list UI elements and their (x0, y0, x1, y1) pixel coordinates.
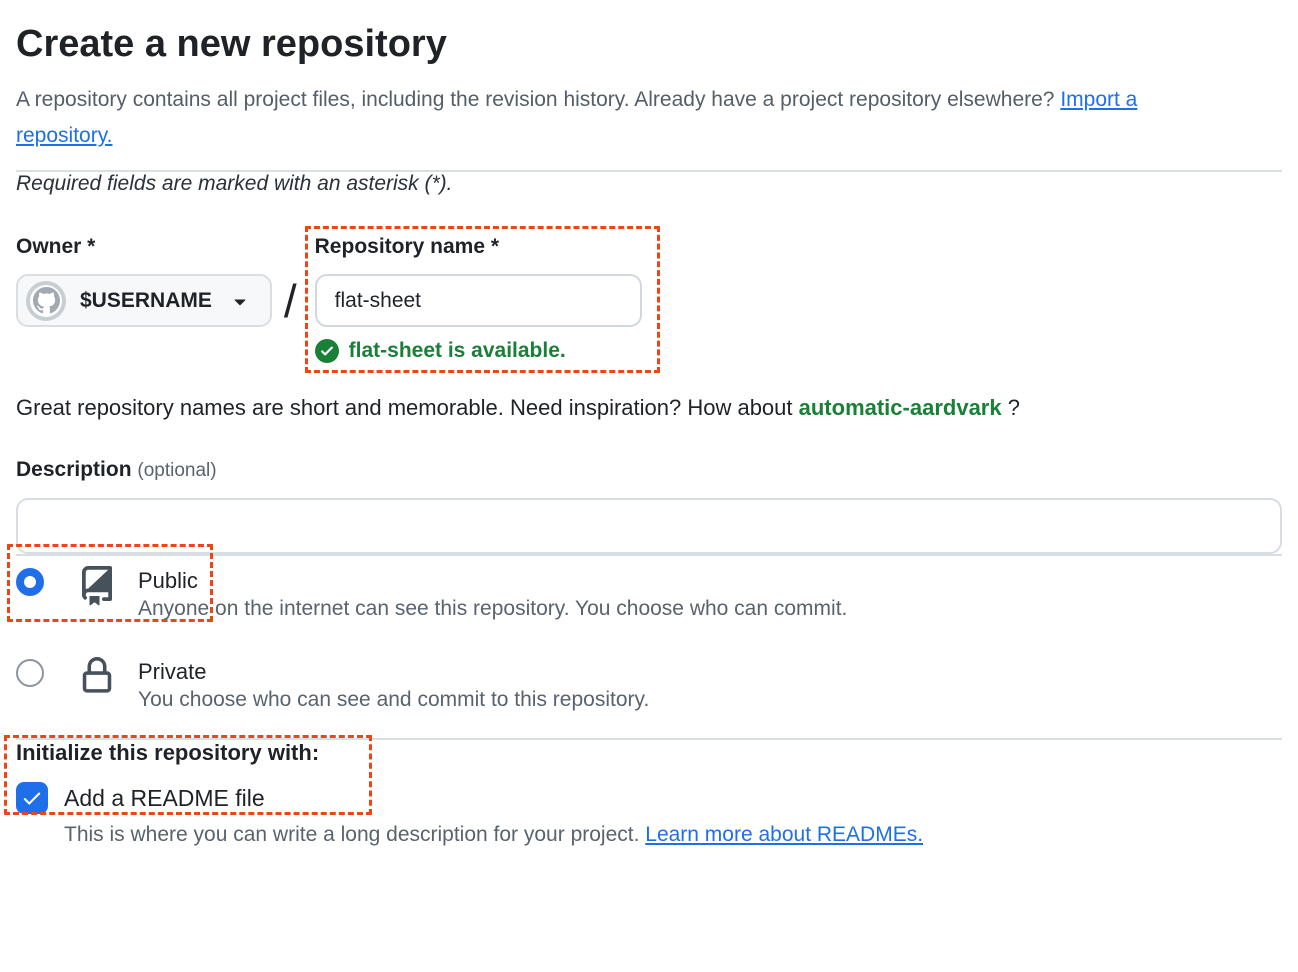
chevron-down-icon (228, 289, 252, 313)
private-radio[interactable] (16, 659, 44, 687)
required-fields-note: Required fields are marked with an aster… (16, 172, 453, 195)
public-radio[interactable] (16, 568, 44, 596)
availability-message: flat-sheet is available. (348, 339, 566, 362)
checkmark-icon (23, 792, 41, 805)
owner-field: Owner * $USERNAME (16, 234, 272, 327)
repo-name-input[interactable] (314, 274, 642, 327)
import-repository-link[interactable]: Import a repository. (16, 88, 1138, 147)
visibility-option-private: Private You choose who can see and commi… (16, 647, 1282, 714)
private-option-description: You choose who can see and commit to thi… (138, 688, 650, 711)
divider (16, 738, 1282, 740)
page-title: Create a new repository (16, 23, 447, 65)
intro-text: A repository contains all project files,… (16, 88, 1061, 111)
initialize-heading: Initialize this repository with: (16, 740, 320, 765)
initialize-section: Initialize this repository with: Add a R… (4, 735, 1282, 848)
suggestion-text-before: Great repository names are short and mem… (16, 395, 799, 420)
learn-more-readmes-link[interactable]: Learn more about READMEs. (645, 823, 924, 846)
name-suggestion-line: Great repository names are short and mem… (16, 395, 1282, 421)
intro-paragraph: A repository contains all project files,… (16, 82, 1206, 154)
readme-checkbox-row: Add a README file (16, 782, 1282, 814)
description-input[interactable] (16, 498, 1282, 554)
divider (16, 170, 1282, 172)
public-option-label[interactable]: Public (138, 568, 198, 593)
repo-name-field: Repository name * flat-sheet is availabl… (304, 226, 660, 373)
check-circle-icon (314, 339, 339, 363)
description-label-text: Description (16, 458, 132, 481)
private-option-label[interactable]: Private (138, 659, 207, 684)
divider (16, 554, 1282, 556)
public-option-description: Anyone on the internet can see this repo… (138, 597, 848, 620)
owner-repo-separator: / (283, 275, 297, 327)
owner-label: Owner * (16, 235, 96, 258)
create-repository-page: Create a new repository A repository con… (4, 23, 1282, 848)
description-label: Description (optional) (16, 457, 1282, 484)
avatar (26, 280, 66, 321)
owner-username: $USERNAME (80, 288, 212, 312)
readme-checkbox-label[interactable]: Add a README file (64, 784, 265, 811)
description-optional-tag: (optional) (137, 460, 217, 481)
owner-repo-row: Owner * $USERNAME / Repository name * (16, 226, 1282, 373)
readme-note: This is where you can write a long descr… (64, 822, 1282, 848)
lock-icon (74, 657, 120, 714)
public-option-text: Public Anyone on the internet can see th… (138, 556, 847, 623)
owner-dropdown-button[interactable]: $USERNAME (16, 274, 272, 327)
availability-status: flat-sheet is available. (314, 339, 642, 363)
repo-book-icon (74, 566, 120, 623)
visibility-option-public: Public Anyone on the internet can see th… (7, 544, 1282, 623)
private-option-text: Private You choose who can see and commi… (138, 647, 649, 714)
suggestion-text-after: ? (1001, 395, 1020, 420)
readme-checkbox[interactable] (16, 782, 48, 814)
repo-name-label: Repository name * (314, 235, 500, 258)
readme-note-text: This is where you can write a long descr… (64, 823, 646, 846)
github-octocat-icon (30, 284, 62, 317)
suggested-repo-name[interactable]: automatic-aardvark (798, 395, 1002, 420)
